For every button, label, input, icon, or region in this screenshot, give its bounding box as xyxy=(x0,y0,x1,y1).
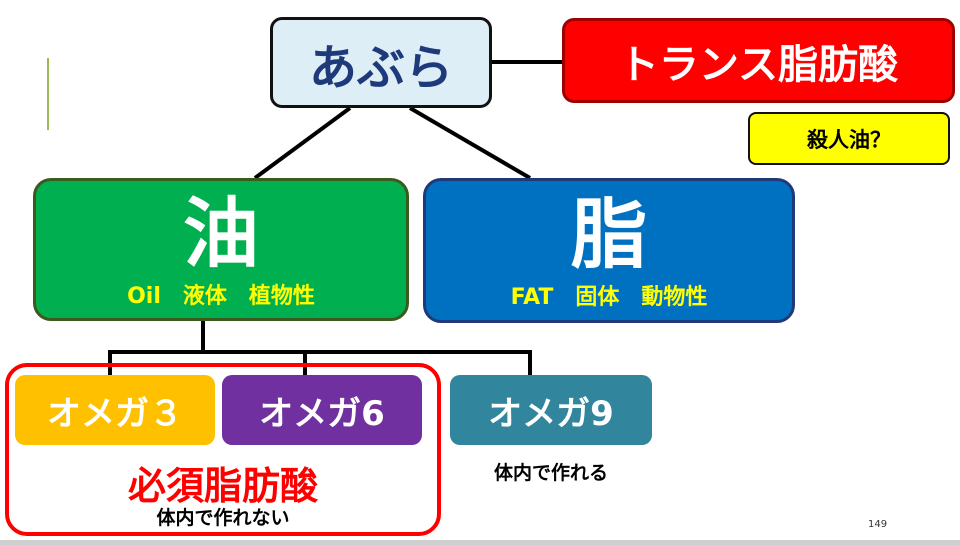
essential-fatty-acid-title: 必須脂肪酸 xyxy=(127,464,318,508)
oil-box: 油 Oil 液体 植物性 xyxy=(33,178,409,321)
omega3-label: オメガ３ xyxy=(47,393,183,434)
omega9-box: オメガ9 xyxy=(450,375,652,445)
killer-oil-label: 殺人油？ xyxy=(807,127,891,152)
oil-label: 油 xyxy=(183,188,259,278)
slide-accent-line xyxy=(47,58,49,130)
root-label: あぶら xyxy=(308,39,453,96)
page-number: 149 xyxy=(868,519,888,530)
connector-root-fat xyxy=(408,106,532,180)
bottom-bar xyxy=(0,540,960,545)
connector-root-oil xyxy=(253,106,352,180)
omega6-box: オメガ6 xyxy=(222,375,422,445)
trans-fat-box: トランス脂肪酸 xyxy=(562,18,955,103)
oil-subtitle: Oil 液体 植物性 xyxy=(127,283,315,309)
omega9-label: オメガ9 xyxy=(488,393,614,434)
omega3-box: オメガ３ xyxy=(15,375,215,445)
essential-fatty-acid-frame xyxy=(5,363,441,536)
fat-subtitle: FAT 固体 動物性 xyxy=(510,284,708,310)
root-box: あぶら xyxy=(270,17,492,108)
killer-oil-box: 殺人油？ xyxy=(748,112,950,165)
omega6-label: オメガ6 xyxy=(259,393,385,434)
omega9-note: 体内で作れる xyxy=(493,462,608,484)
trans-fat-label: トランス脂肪酸 xyxy=(618,41,899,88)
essential-note: 体内で作れない xyxy=(156,507,290,529)
fat-label: 脂 xyxy=(571,189,647,279)
fat-box: 脂 FAT 固体 動物性 xyxy=(423,178,795,323)
